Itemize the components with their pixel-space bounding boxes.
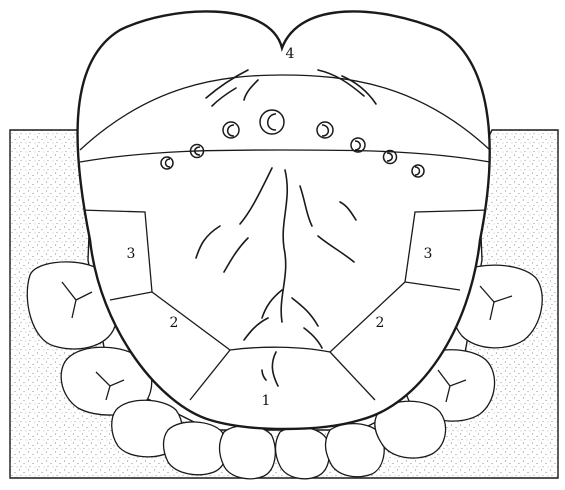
zone-label-left-side-lower: 2: [170, 315, 179, 331]
zone-label-left-side-upper: 3: [127, 246, 136, 262]
zone-label-back: 4: [286, 46, 295, 62]
front-tooth-3: [220, 426, 276, 479]
front-tooth-4: [276, 427, 330, 479]
zone-label-right-side-lower: 2: [376, 315, 385, 331]
zone-label-tip: 1: [262, 393, 271, 409]
front-tooth-2: [164, 422, 227, 475]
zone-label-right-side-upper: 3: [424, 246, 433, 262]
